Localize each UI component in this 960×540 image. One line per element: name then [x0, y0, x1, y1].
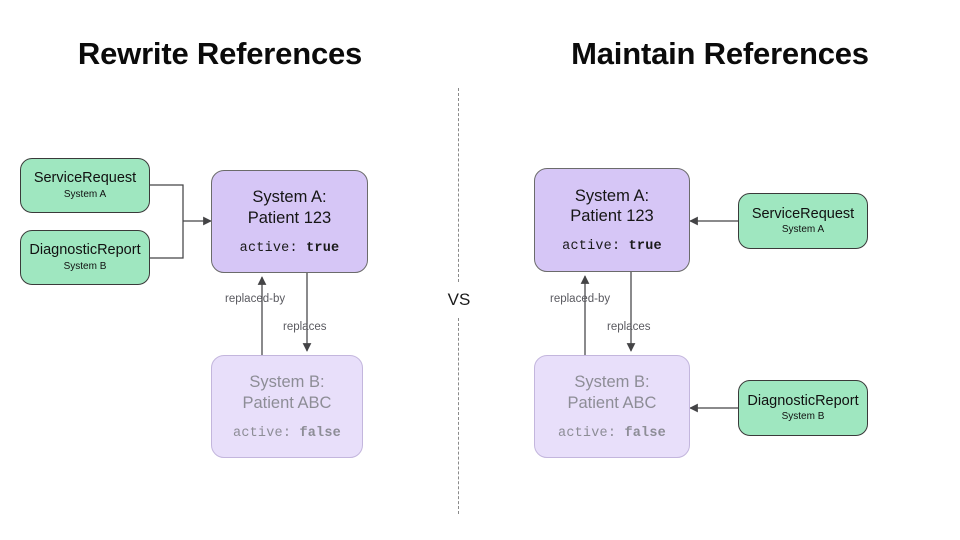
left-diagnostic-report-system: System B [63, 260, 107, 272]
wire-left-bracket [149, 184, 184, 259]
panel-title-maintain: Maintain References [571, 36, 869, 71]
right-system-a-title: System A: Patient 123 [570, 186, 654, 225]
right-service-request-system: System A [781, 224, 825, 236]
left-diagnostic-report-name: DiagnosticReport [29, 242, 141, 259]
left-node-diagnostic-report[interactable]: DiagnosticReport System B [20, 230, 150, 285]
right-service-request-name: ServiceRequest [751, 205, 855, 222]
left-node-system-a[interactable]: System A: Patient 123 active: true [211, 170, 368, 273]
vs-label: VS [447, 290, 471, 309]
left-system-b-field-label: active: [233, 425, 292, 441]
left-system-b-title: System B: Patient ABC [242, 373, 332, 412]
left-system-b-active-field: active: false [233, 426, 341, 441]
right-system-b-field-label: active: [558, 425, 617, 441]
right-node-system-b[interactable]: System B: Patient ABC active: false [534, 355, 690, 458]
right-system-b-title: System B: Patient ABC [567, 373, 657, 412]
right-diagnostic-report-system: System B [781, 411, 825, 423]
right-edge-label-replaced-by: replaced-by [550, 293, 611, 305]
right-system-a-active-field: active: true [562, 239, 662, 254]
right-node-diagnostic-report[interactable]: DiagnosticReport System B [738, 380, 868, 436]
panel-title-rewrite: Rewrite References [77, 36, 363, 71]
left-system-a-field-value: true [306, 240, 340, 256]
right-system-a-field-label: active: [562, 239, 621, 255]
divider-line-top [458, 88, 459, 282]
right-system-b-field-value: false [624, 425, 666, 441]
right-node-system-a[interactable]: System A: Patient 123 active: true [534, 168, 690, 272]
right-system-a-field-value: true [628, 239, 662, 255]
right-system-b-active-field: active: false [558, 426, 666, 441]
divider-line-bottom [458, 318, 459, 514]
right-diagnostic-report-name: DiagnosticReport [747, 392, 859, 409]
left-system-b-field-value: false [299, 425, 341, 441]
left-system-a-field-label: active: [239, 240, 298, 256]
left-edge-label-replaced-by: replaced-by [225, 293, 286, 305]
left-node-service-request[interactable]: ServiceRequest System A [20, 158, 150, 213]
left-service-request-name: ServiceRequest [33, 170, 137, 187]
left-system-a-title: System A: Patient 123 [247, 188, 332, 227]
left-service-request-system: System A [63, 188, 107, 200]
left-edge-label-replaces: replaces [283, 321, 327, 333]
left-node-system-b[interactable]: System B: Patient ABC active: false [211, 355, 363, 458]
right-edge-label-replaces: replaces [607, 321, 651, 333]
left-system-a-active-field: active: true [240, 241, 340, 256]
right-node-service-request[interactable]: ServiceRequest System A [738, 193, 868, 249]
